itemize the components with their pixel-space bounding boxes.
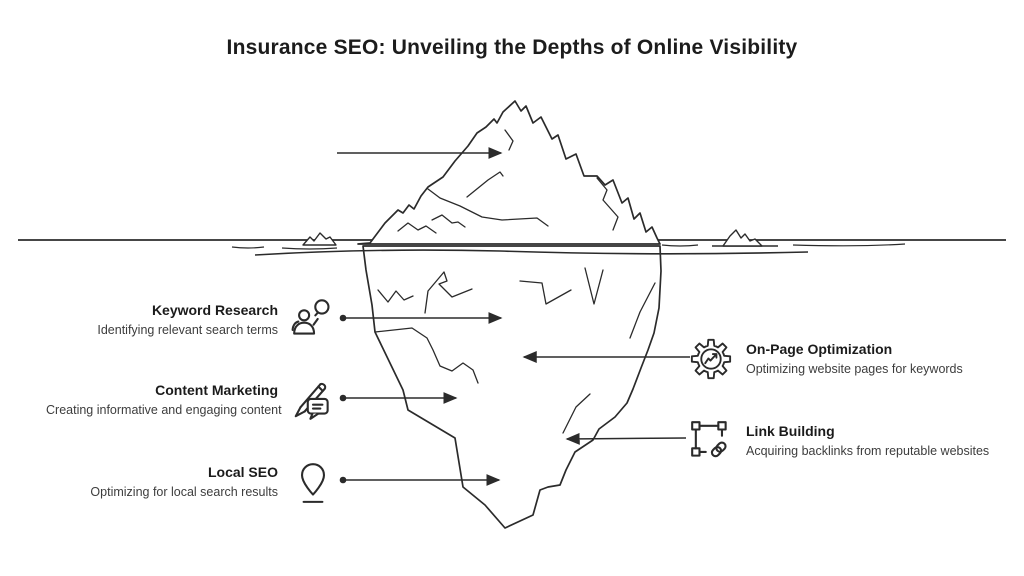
callout-description: Acquiring backlinks from reputable websi… xyxy=(746,444,990,459)
callout-on-page-optimization: On-Page Optimization Optimizing website … xyxy=(688,335,986,383)
arrow-link-building xyxy=(565,432,687,445)
location-pin-icon xyxy=(290,459,336,505)
callout-title: Link Building xyxy=(746,422,835,439)
ripple xyxy=(281,247,338,250)
callout-description: Creating informative and engaging conten… xyxy=(46,403,282,418)
callout-title: Local SEO xyxy=(207,463,278,480)
callout-title: Keyword Research xyxy=(151,301,278,318)
pencil-message-icon xyxy=(290,377,336,423)
page-title: Insurance SEO: Unveiling the Depths of O… xyxy=(226,36,798,59)
person-search-icon xyxy=(290,297,336,343)
iceberg-cracks-above xyxy=(397,129,619,234)
gear-chart-icon xyxy=(688,336,734,382)
callout-description: Optimizing for local search results xyxy=(90,485,278,500)
small-iceberg-right xyxy=(722,229,763,247)
callout-local-seo: Local SEO Optimizing for local search re… xyxy=(46,458,336,506)
callout-content-marketing: Content Marketing Creating informative a… xyxy=(46,376,336,424)
callout-title: On-Page Optimization xyxy=(746,340,893,357)
iceberg-below-water xyxy=(362,245,662,529)
ripple xyxy=(661,244,699,247)
ripple xyxy=(231,246,265,249)
connector-arrows xyxy=(337,147,690,486)
ripple xyxy=(792,243,906,247)
callout-description: Optimizing website pages for keywords xyxy=(746,362,963,377)
callout-link-building: Link Building Acquiring backlinks from r… xyxy=(688,417,990,465)
callout-description: Identifying relevant search terms xyxy=(97,323,278,338)
waterline-front xyxy=(254,249,809,256)
small-iceberg-left xyxy=(302,232,337,246)
iceberg-above-water xyxy=(357,100,661,245)
iceberg-cracks-below xyxy=(374,267,656,434)
callout-title: Content Marketing xyxy=(155,381,278,398)
link-frame-icon xyxy=(688,418,734,464)
callout-keyword-research: Keyword Research Identifying relevant se… xyxy=(46,296,336,344)
